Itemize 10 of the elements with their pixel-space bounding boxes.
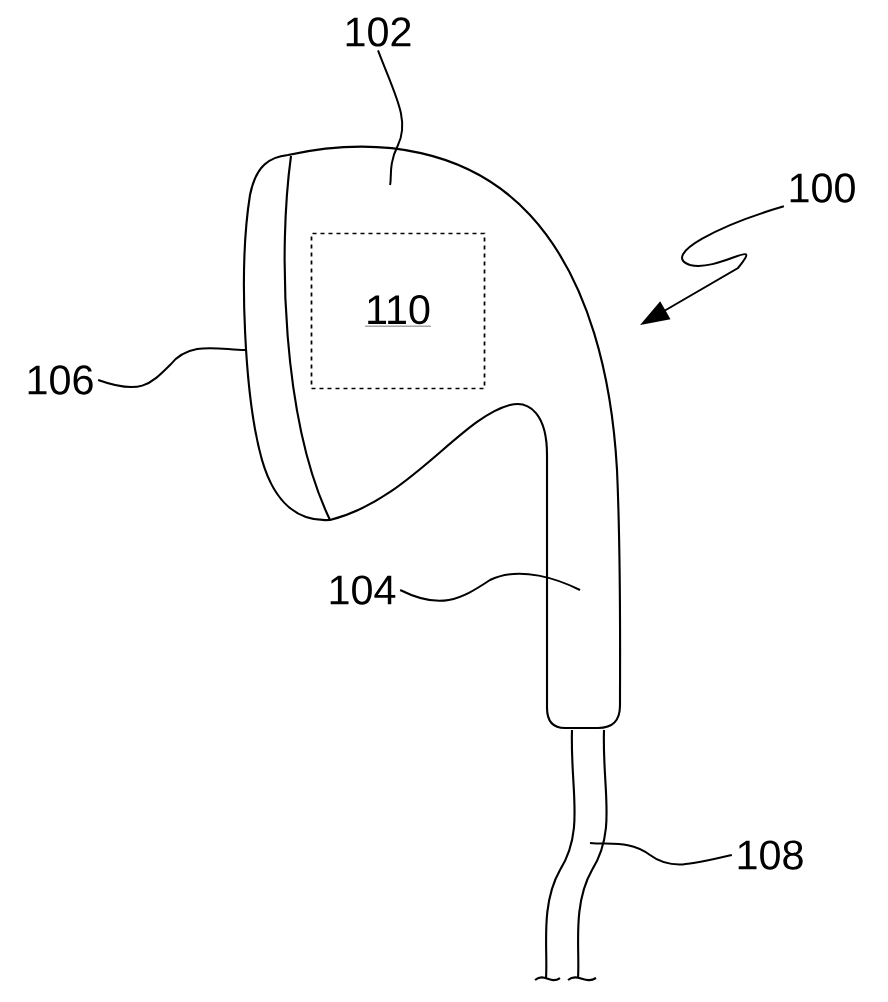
- leader-line: [377, 49, 404, 186]
- callout-number: 102: [346, 17, 411, 47]
- callout-number: 108: [738, 840, 803, 870]
- leader-line: [589, 842, 733, 866]
- callout-number: 106: [28, 365, 93, 395]
- callout-number: 100: [790, 173, 855, 203]
- dashed-box: 110: [310, 232, 486, 390]
- callout-number: 104: [330, 575, 396, 605]
- leader-line: [399, 572, 581, 602]
- leader-line: [97, 347, 246, 389]
